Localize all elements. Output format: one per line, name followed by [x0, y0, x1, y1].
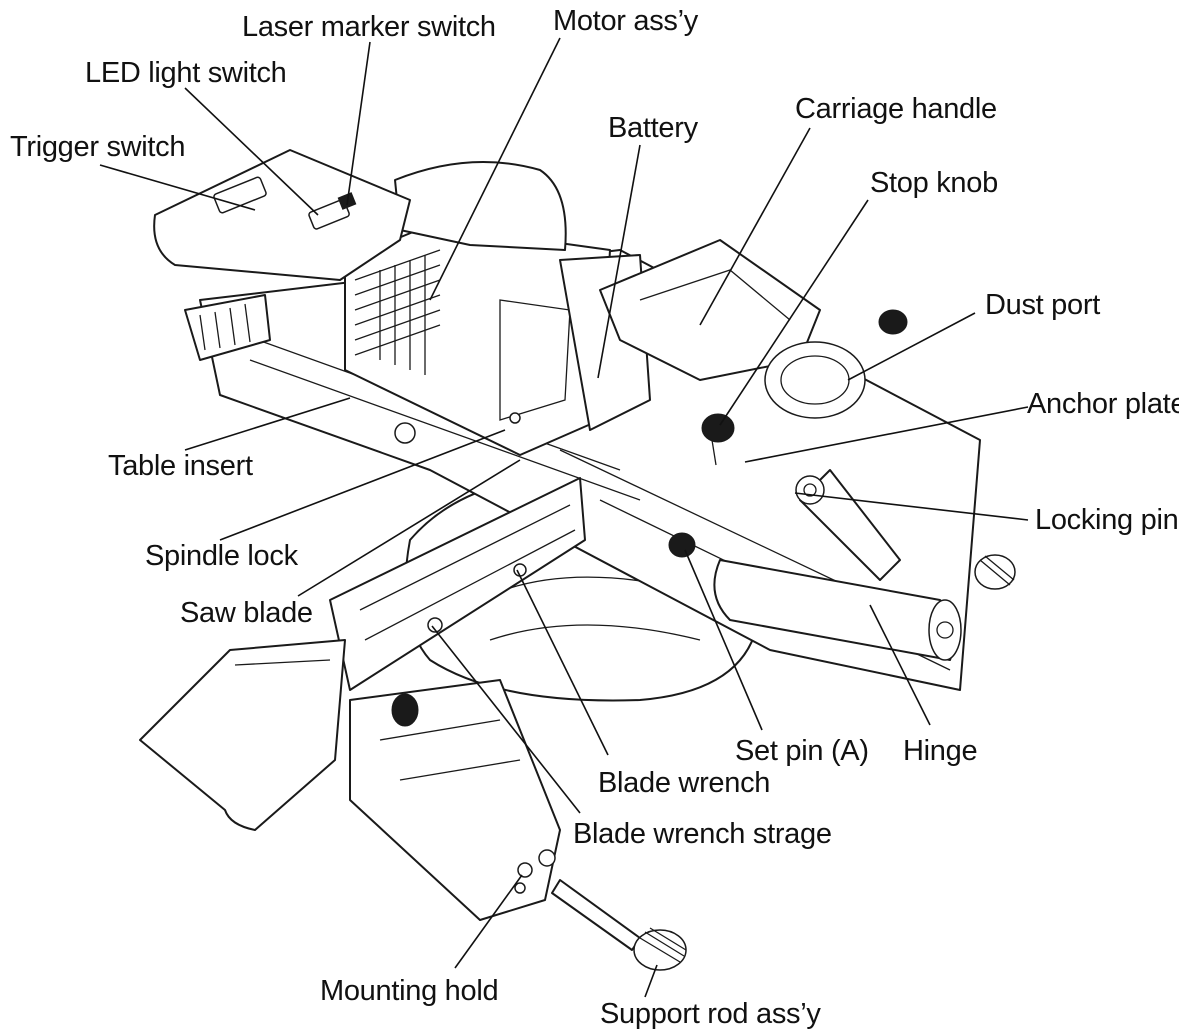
motor-vents [354, 249, 441, 375]
leader-dust-port [847, 312, 976, 381]
leader-battery [597, 144, 641, 379]
miter-saw-illustration [139, 149, 1016, 971]
handle-housing [153, 149, 411, 281]
leader-spindle-lock [219, 429, 506, 541]
leader-blade-wrench-storage [431, 625, 581, 814]
leader-motor-assy [429, 37, 561, 301]
leader-led-light-switch [184, 87, 319, 216]
label-battery: Battery [608, 112, 699, 144]
top-right-knob [878, 309, 908, 335]
label-laser-marker-switch: Laser marker switch [242, 11, 496, 43]
leader-mounting-hold [454, 874, 523, 969]
blade-guard [394, 161, 567, 251]
leader-saw-blade [297, 459, 521, 597]
label-blade-wrench-storage: Blade wrench strage [573, 818, 832, 850]
support-rod [551, 879, 641, 951]
label-anchor-plate: Anchor plate [1027, 388, 1179, 420]
extension-table [139, 639, 346, 831]
stop-knob [701, 413, 735, 466]
label-dust-port: Dust port [985, 289, 1100, 321]
leader-table-insert [184, 397, 351, 451]
label-support-rod-assy: Support rod ass’y [600, 998, 821, 1030]
leader-trigger-switch [99, 164, 256, 211]
dust-port-opening [764, 341, 866, 419]
label-blade-wrench: Blade wrench [598, 767, 770, 799]
leader-hinge [869, 604, 931, 726]
label-motor-assy: Motor ass’y [553, 5, 699, 37]
label-table-insert: Table insert [108, 450, 253, 482]
right-knob [974, 554, 1016, 590]
leader-carriage-handle [699, 127, 811, 326]
label-hinge: Hinge [903, 735, 977, 767]
label-carriage-handle: Carriage handle [795, 93, 997, 125]
label-locking-pin: Locking pin [1035, 504, 1178, 536]
label-led-light-switch: LED light switch [85, 57, 287, 89]
leader-locking-pin [794, 492, 1029, 521]
label-trigger-switch: Trigger switch [10, 131, 185, 163]
leader-blade-wrench [516, 569, 609, 756]
grip [184, 294, 271, 361]
label-spindle-lock: Spindle lock [145, 540, 299, 572]
callout-labels: Laser marker switch Motor ass’y LED ligh… [10, 5, 1179, 1030]
leader-stop-knob [719, 199, 869, 426]
leader-laser-marker-switch [346, 41, 371, 206]
leader-set-pin-a [684, 549, 763, 731]
leader-lines [99, 37, 1029, 998]
front-base [349, 679, 561, 921]
set-pin-knob [668, 532, 696, 558]
label-mounting-hold: Mounting hold [320, 975, 498, 1007]
support-rod-knob [633, 927, 687, 971]
leader-support-rod-assy [644, 964, 658, 998]
front-knob [391, 693, 419, 727]
label-saw-blade: Saw blade [180, 597, 313, 629]
leader-anchor-plate [744, 406, 1029, 463]
label-stop-knob: Stop knob [870, 167, 998, 199]
label-set-pin-a: Set pin (A) [735, 735, 869, 767]
